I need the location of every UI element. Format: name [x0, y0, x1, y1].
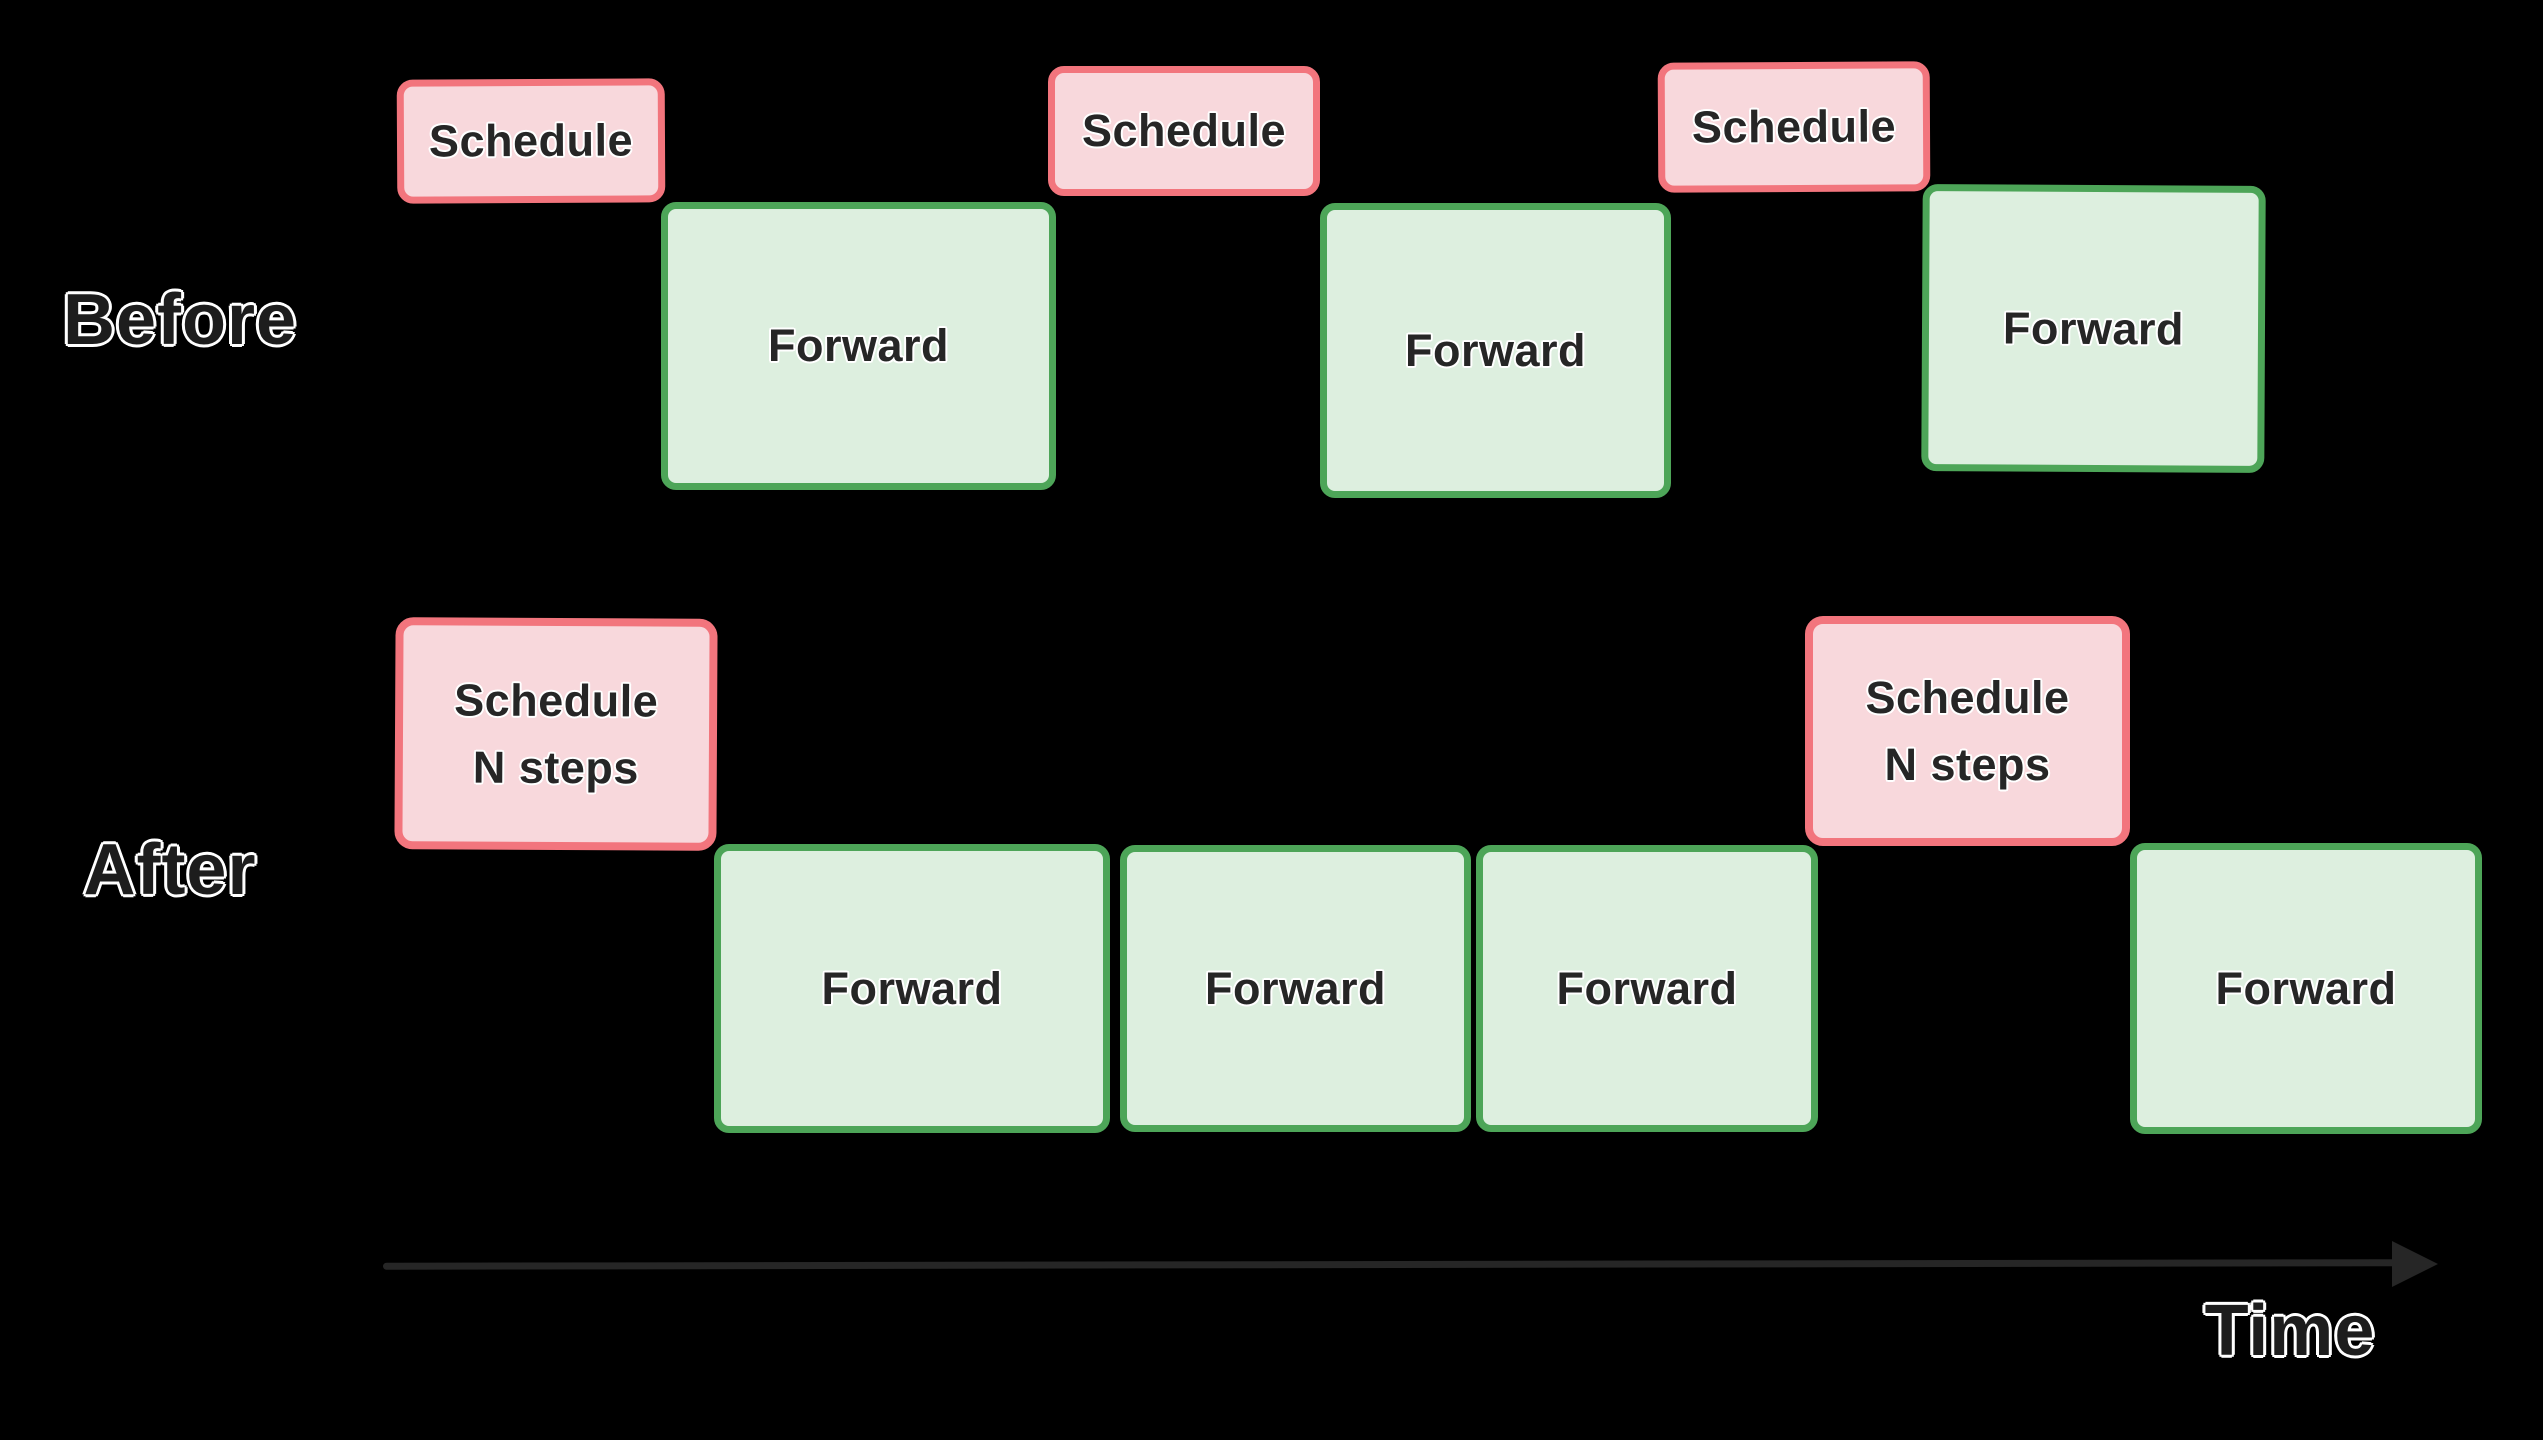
before-schedule-box-1-label: Schedule: [428, 114, 634, 167]
after-forward-box-3-label: Forward: [1556, 962, 1738, 1014]
after-forward-box-2-label: Forward: [1204, 962, 1387, 1014]
before-schedule-box-3: Schedule: [1657, 61, 1931, 193]
time-axis-label: Time: [2204, 1291, 2376, 1371]
before-forward-box-2: Forward: [1320, 203, 1671, 498]
after-schedule-n-steps-box-2: Schedule N steps: [1805, 616, 2130, 846]
before-forward-box-2-label: Forward: [1404, 324, 1587, 376]
before-forward-box-1: Forward: [661, 202, 1056, 490]
before-schedule-box-2-label: Schedule: [1081, 105, 1287, 157]
after-schedule-n-steps-box-1: Schedule N steps: [394, 617, 718, 851]
before-row-label: Before: [62, 280, 298, 360]
after-row-label: After: [83, 830, 257, 910]
before-schedule-box-1: Schedule: [396, 78, 666, 204]
after-forward-box-1-label: Forward: [821, 962, 1003, 1014]
before-forward-box-3-label: Forward: [2002, 302, 2185, 355]
after-forward-box-2: Forward: [1120, 845, 1471, 1132]
after-schedule-n-steps-box-2-line2: N steps: [1884, 739, 2051, 790]
after-schedule-n-steps-box-1-label: Schedule N steps: [454, 666, 659, 802]
after-schedule-n-steps-box-1-line2: N steps: [472, 741, 639, 794]
after-schedule-n-steps-box-1-line1: Schedule: [454, 673, 659, 727]
after-schedule-n-steps-box-2-line1: Schedule: [1865, 671, 2070, 723]
time-axis-arrowhead-icon: [2392, 1241, 2438, 1287]
after-forward-box-3: Forward: [1476, 845, 1818, 1132]
after-schedule-n-steps-box-2-label: Schedule N steps: [1865, 664, 2069, 799]
time-axis-line: [382, 1259, 2399, 1270]
after-forward-box-4-label: Forward: [2215, 962, 2397, 1014]
before-schedule-box-3-label: Schedule: [1691, 100, 1897, 153]
before-schedule-box-2: Schedule: [1048, 66, 1320, 196]
before-forward-box-1-label: Forward: [767, 320, 950, 372]
before-forward-box-3: Forward: [1921, 184, 2266, 473]
after-forward-box-4: Forward: [2130, 843, 2482, 1134]
after-forward-box-1: Forward: [714, 844, 1110, 1133]
